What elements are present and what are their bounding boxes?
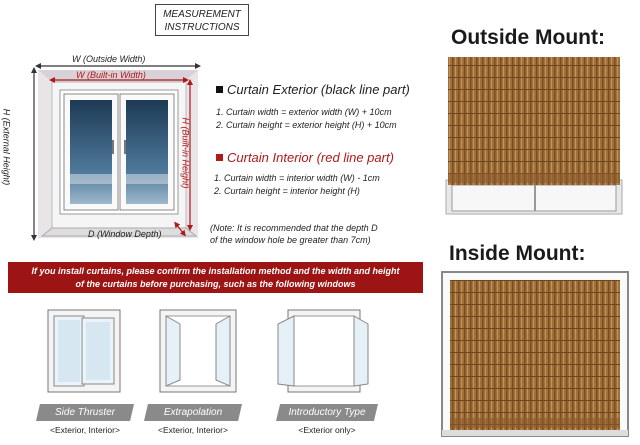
ribbon-side-thruster: Side Thruster [36,404,134,421]
title-line-2: INSTRUCTIONS [164,22,240,33]
side-thruster-window [47,309,121,393]
depth-note: (Note: It is recommended that the depth … [210,223,378,245]
title-line-1: MEASUREMENT [163,9,241,20]
interior-line-1: 1. Curtain width = interior width (W) - … [214,173,380,183]
left-glass [70,100,112,204]
black-square-icon [216,86,223,93]
h-external-label: H (External Height) [1,108,12,186]
sub-extrapolation: <Exterior, Interior> [158,425,228,435]
introductory-window [277,309,369,393]
ribbon-extrapolation: Extrapolation [144,404,242,421]
exterior-line-1: 1. Curtain width = exterior width (W) + … [216,107,392,117]
sub-side-thruster: <Exterior, Interior> [50,425,120,435]
red-square-icon [216,154,223,161]
window-types-illustration [47,309,369,393]
extrapolation-window [159,309,237,393]
right-glass [126,100,168,204]
w-outside-label: W (Outside Width) [72,54,146,64]
depth-label: D (Window Depth) [88,229,162,239]
interior-heading: Curtain Interior (red line part) [216,150,394,165]
interior-line-2: 2. Curtain height = interior height (H) [214,186,360,196]
purchase-warning-banner: If you install curtains, please confirm … [8,262,423,293]
inside-mount-title: Inside Mount: [449,242,586,265]
exterior-heading: Curtain Exterior (black line part) [216,82,410,97]
exterior-line-2: 2. Curtain height = exterior height (H) … [216,120,397,130]
outside-mount-photo [445,57,623,215]
inside-mount-photo [441,271,629,437]
ribbon-introductory: Introductory Type [276,404,378,421]
measurement-title: MEASUREMENT INSTRUCTIONS [155,4,249,36]
h-builtin-label: H (Built-in Height) [180,117,191,189]
w-builtin-label: W (Built-in Width) [76,70,146,80]
outside-mount-title: Outside Mount: [451,26,605,49]
sub-introductory: <Exterior only> [298,425,356,435]
